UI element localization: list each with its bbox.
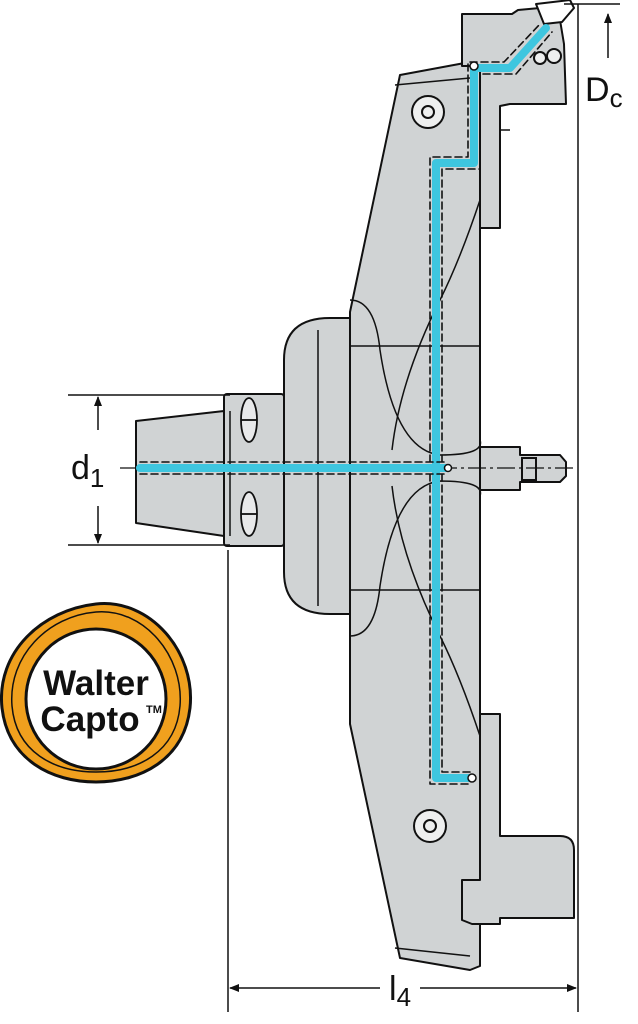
logo-disc — [24, 627, 168, 771]
bolt-hole-lower — [413, 809, 447, 843]
insert-screw — [533, 51, 547, 65]
d1-label: d1 — [71, 449, 104, 493]
spigot-nut — [521, 457, 537, 481]
adjust-screw — [546, 48, 562, 64]
logo-inner-ring — [11, 611, 181, 773]
dc-label: Dc — [585, 71, 623, 113]
l4-label: l4 — [389, 970, 411, 1012]
logo-trademark: TM — [146, 704, 162, 716]
lower-cartridge — [461, 713, 575, 925]
coolant-outlet-upper — [469, 61, 479, 71]
dimension-lines — [68, 3, 620, 1012]
logo-text-capto: Capto — [40, 700, 139, 739]
walter-capto-logo: Walter Capto TM — [0, 602, 193, 784]
coolant-channel-fill — [136, 24, 550, 782]
coolant-plug-centre — [443, 463, 453, 473]
logo-text-walter: Walter — [43, 664, 149, 703]
coolant-channel-outline — [139, 23, 553, 785]
bolt-holes — [411, 48, 562, 843]
tool-body — [135, 0, 575, 971]
bolt-hole-upper — [411, 95, 445, 129]
main-disc-body — [349, 61, 481, 971]
insert-tip — [535, 0, 575, 25]
coolant-outlet-lower — [467, 773, 477, 783]
flange-wedges — [240, 397, 258, 537]
coolant-channels — [136, 23, 553, 785]
